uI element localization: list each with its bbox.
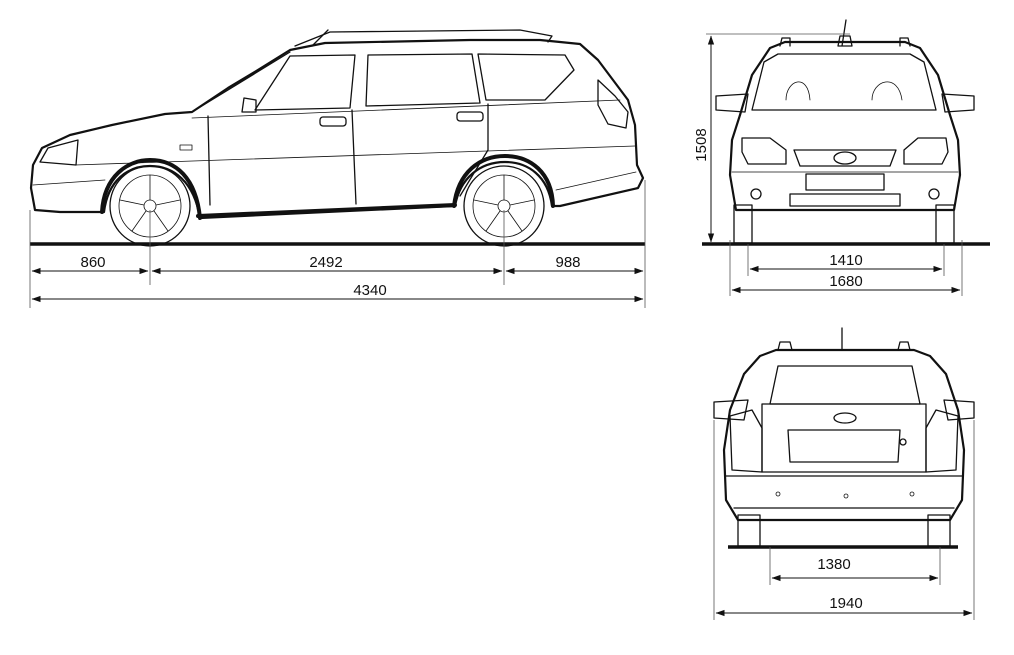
rear-right-tire [927, 514, 951, 547]
front-roof-rails [779, 37, 911, 47]
side-sill [196, 203, 457, 218]
rear-view: 1380 1940 [713, 327, 975, 620]
left-foglamp [750, 188, 762, 200]
rear-lada-emblem-icon [833, 412, 857, 424]
quarter-window [477, 53, 575, 101]
rear-left-lamp [729, 409, 763, 473]
rear-door [459, 103, 489, 197]
front-right-mirror [941, 93, 975, 113]
roof-rail [294, 29, 553, 47]
front-left-mirror [715, 93, 749, 113]
rear-body-outline [722, 348, 966, 522]
lada-emblem-icon [833, 151, 857, 165]
rear-sensor-left [775, 491, 781, 497]
front-plate [805, 173, 885, 191]
front-seats [785, 81, 903, 101]
label-height: 1508 [693, 128, 710, 161]
front-body-outline [728, 40, 962, 212]
label-mirror-width: 1940 [829, 595, 862, 612]
rear-door-handle [456, 111, 484, 122]
front-antenna [837, 19, 853, 47]
right-foglamp [928, 188, 940, 200]
front-side-window [254, 54, 356, 111]
rear-left-mirror [713, 399, 749, 421]
label-wheelbase: 2492 [309, 254, 342, 271]
label-body-width: 1680 [829, 273, 862, 290]
rear-right-lamp [925, 409, 959, 473]
side-badge [179, 144, 193, 151]
rear-bumper-line [555, 171, 637, 191]
rear-plate-recess [787, 429, 901, 463]
front-grille [793, 149, 897, 167]
label-overall-length: 4340 [353, 282, 386, 299]
front-lower-grille [789, 193, 901, 207]
label-front-track: 1410 [829, 252, 862, 269]
rear-roof-rails [777, 341, 911, 351]
rear-arch [452, 154, 555, 208]
belt-line [191, 99, 621, 119]
left-headlamp [741, 137, 787, 165]
front-door [207, 109, 357, 206]
front-bumper-line [32, 179, 106, 186]
front-view: 1508 1410 1680 [693, 19, 990, 296]
side-headlamp [39, 139, 79, 166]
front-arch [100, 158, 202, 220]
label-rear-overhang: 988 [555, 254, 580, 271]
rear-side-window [365, 53, 481, 107]
rear-window [769, 365, 921, 405]
rear-sensor-mid [843, 493, 849, 499]
windshield-line [191, 51, 291, 113]
body-crease [74, 145, 636, 166]
rear-sensor-right [909, 491, 915, 497]
side-view: 860 2492 988 4340 [29, 29, 646, 308]
front-left-tire [733, 204, 753, 244]
label-rear-track: 1380 [817, 556, 850, 573]
antenna [311, 29, 329, 47]
right-headlamp [903, 137, 949, 165]
tail-lamp [597, 79, 629, 129]
label-front-overhang: 860 [80, 254, 105, 271]
front-door-handle [319, 116, 347, 127]
rear-lock [899, 438, 907, 446]
front-windshield [751, 53, 937, 111]
front-right-tire [935, 204, 955, 244]
rear-left-tire [737, 514, 761, 547]
rear-bumper [725, 475, 963, 509]
side-mirror [241, 97, 257, 113]
